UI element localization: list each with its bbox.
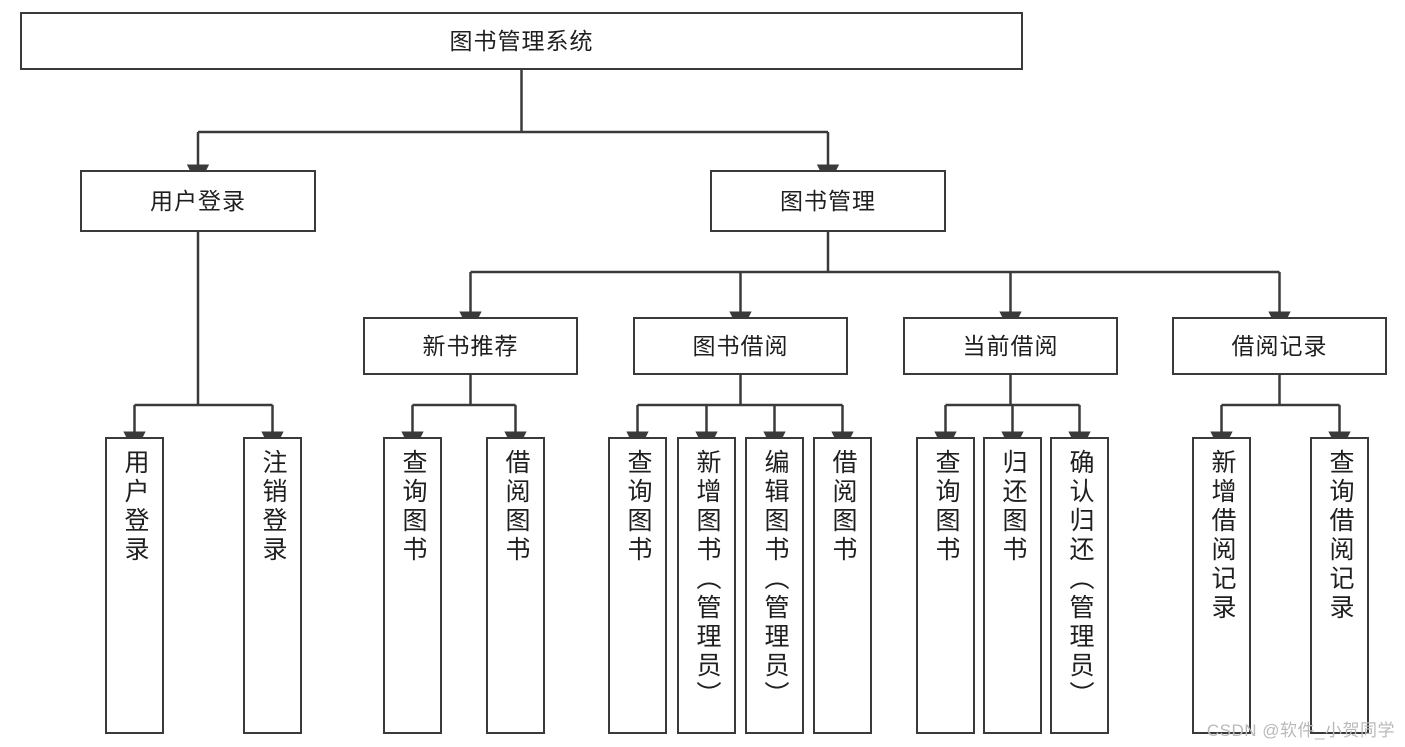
node-label: 图书管理系统 xyxy=(449,27,594,54)
csdn-watermark: CSDN @软件_小贺同学 xyxy=(1206,721,1395,740)
node-current[interactable]: 当前借阅 xyxy=(903,317,1118,375)
node-l8[interactable]: 借阅图书 xyxy=(813,437,872,734)
node-l12[interactable]: 新增借阅记录 xyxy=(1192,437,1251,734)
node-l3[interactable]: 查询图书 xyxy=(383,437,442,734)
node-label: 查询借阅记录 xyxy=(1326,449,1354,623)
node-label: 查询图书 xyxy=(932,449,960,565)
node-login[interactable]: 用户登录 xyxy=(80,170,316,232)
node-label: 图书借阅 xyxy=(692,332,789,359)
node-l5[interactable]: 查询图书 xyxy=(608,437,667,734)
node-l1[interactable]: 用户登录 xyxy=(105,437,164,734)
node-l6[interactable]: 新增图书（管理员） xyxy=(677,437,736,734)
node-label: 当前借阅 xyxy=(962,332,1059,359)
node-l13[interactable]: 查询借阅记录 xyxy=(1310,437,1369,734)
node-label: 查询图书 xyxy=(624,449,652,565)
node-label: 借阅图书 xyxy=(502,449,530,565)
node-bookmgmt[interactable]: 图书管理 xyxy=(710,170,946,232)
node-label: 图书管理 xyxy=(780,187,876,214)
node-label: 归还图书 xyxy=(999,449,1027,565)
node-label: 用户登录 xyxy=(121,449,149,565)
node-newbook[interactable]: 新书推荐 xyxy=(363,317,578,375)
node-l9[interactable]: 查询图书 xyxy=(916,437,975,734)
node-root[interactable]: 图书管理系统 xyxy=(20,12,1023,70)
node-label: 借阅图书 xyxy=(829,449,857,565)
node-label: 新增借阅记录 xyxy=(1208,449,1236,623)
node-l4[interactable]: 借阅图书 xyxy=(486,437,545,734)
node-label: 用户登录 xyxy=(150,187,246,214)
node-l10[interactable]: 归还图书 xyxy=(983,437,1042,734)
node-label: 新增图书（管理员） xyxy=(693,449,721,710)
node-label: 查询图书 xyxy=(399,449,427,565)
node-l7[interactable]: 编辑图书（管理员） xyxy=(745,437,804,734)
node-records[interactable]: 借阅记录 xyxy=(1172,317,1387,375)
node-label: 编辑图书（管理员） xyxy=(761,449,789,710)
node-borrow[interactable]: 图书借阅 xyxy=(633,317,848,375)
node-label: 新书推荐 xyxy=(422,332,519,359)
node-label: 借阅记录 xyxy=(1231,332,1328,359)
node-label: 确认归还（管理员） xyxy=(1066,449,1094,710)
node-label: 注销登录 xyxy=(259,449,287,565)
node-l11[interactable]: 确认归还（管理员） xyxy=(1050,437,1109,734)
node-l2[interactable]: 注销登录 xyxy=(243,437,302,734)
